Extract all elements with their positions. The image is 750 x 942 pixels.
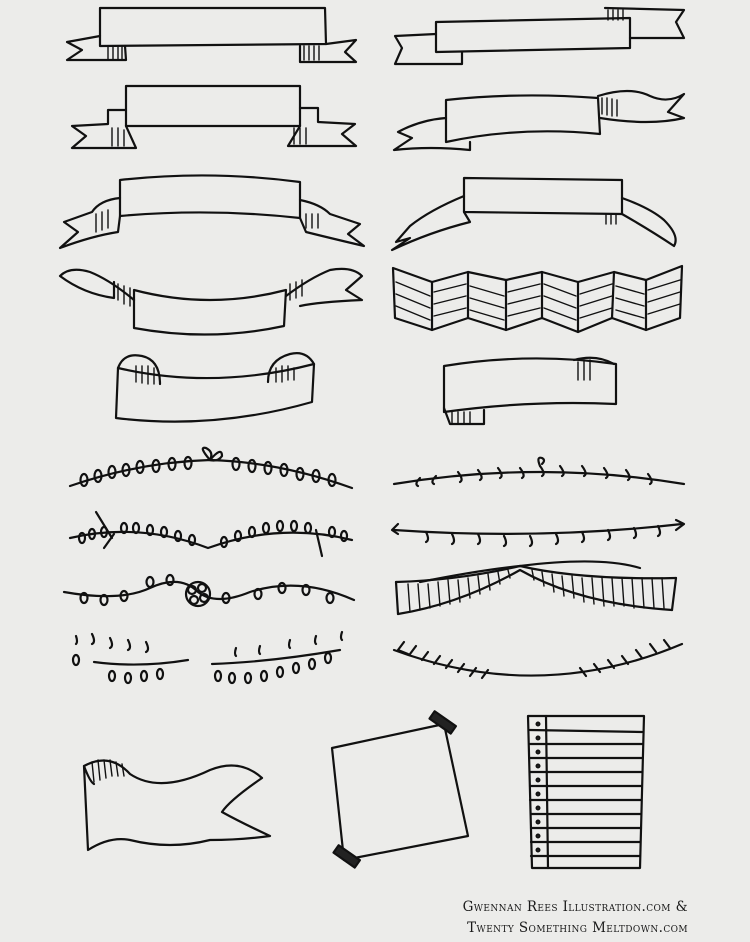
taped-note — [330, 710, 470, 869]
curtain-swag — [394, 560, 678, 616]
scroll-banner-right — [442, 356, 618, 426]
banner-5 — [58, 174, 366, 250]
flower-vine — [62, 573, 356, 608]
vine-2 — [392, 456, 686, 488]
banner-6 — [390, 176, 677, 252]
zigzag-fold — [391, 264, 684, 334]
arrow-vine — [390, 518, 686, 548]
credit-line-1: Gwennan Rees Illustration.com & — [462, 899, 688, 915]
banner-3 — [70, 84, 358, 150]
banner-2 — [393, 6, 686, 66]
leaf-branch-1 — [68, 510, 354, 558]
credit-line-2: Twenty Something Meltdown.com — [467, 920, 688, 936]
banner-7 — [58, 267, 364, 336]
wavy-flag — [82, 759, 272, 852]
leaf-arcs — [71, 630, 344, 685]
banner-4 — [392, 89, 686, 152]
banner-1 — [65, 6, 358, 64]
arrow-branch — [392, 638, 684, 680]
lined-paper — [526, 714, 646, 870]
vine-1 — [68, 446, 354, 490]
scroll-banner-left — [114, 352, 316, 423]
